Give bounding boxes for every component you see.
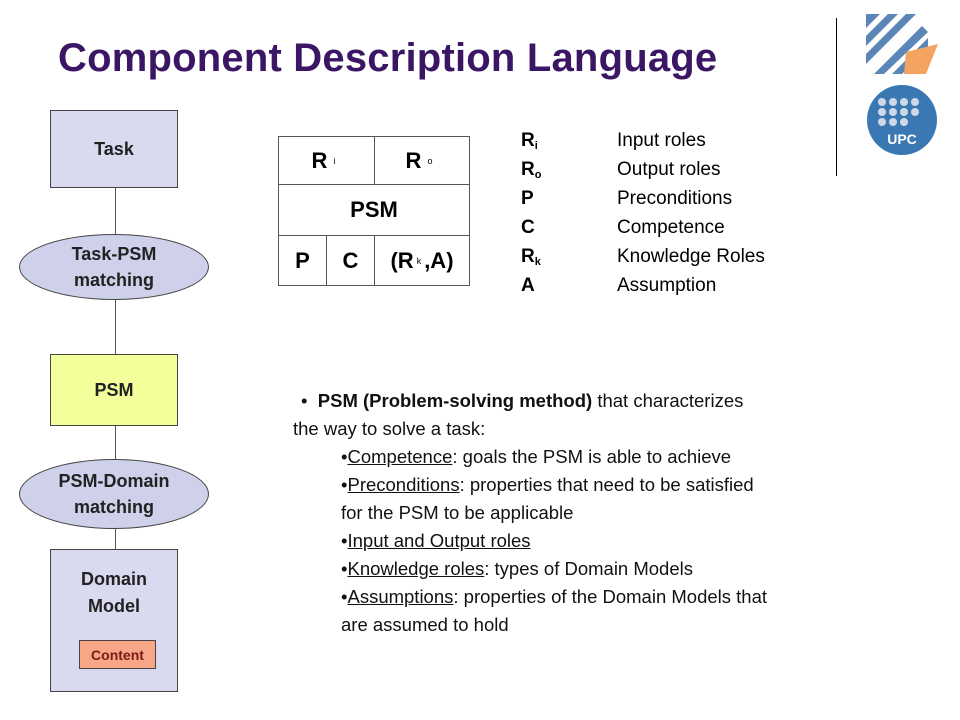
- connector-line: [115, 426, 116, 459]
- cell-i-sub: i: [333, 155, 336, 166]
- psm-domain-label-line1: PSM-Domain: [58, 471, 170, 491]
- cell-p-label: P: [295, 248, 310, 273]
- legend-desc: Competence: [617, 217, 725, 238]
- legend-key: Ri: [521, 130, 538, 152]
- list-item: •Input and Output roles: [341, 530, 531, 551]
- domain-label-line2: Model: [87, 596, 140, 616]
- legend-row: Ro Output roles: [521, 155, 765, 184]
- task-psm-label-line1: Task-PSM: [71, 244, 157, 264]
- cell-r-label: R: [311, 147, 328, 173]
- legend-key: C: [521, 217, 535, 238]
- cell-c-label: C: [342, 248, 359, 273]
- legend-key: Rk: [521, 246, 541, 268]
- legend-desc: Knowledge Roles: [617, 246, 765, 267]
- legend-row: P Preconditions: [521, 184, 765, 213]
- bullet-list: •Competence: goals the PSM is able to ac…: [293, 443, 883, 639]
- university-logo-icon: [866, 14, 938, 74]
- psm-domain-label-line2: matching: [73, 497, 154, 517]
- cell-psm-label: PSM: [350, 197, 398, 222]
- lead-bold: PSM (Problem-solving method): [317, 390, 593, 411]
- cell-rk-open: (R: [390, 248, 414, 273]
- legend-key: A: [521, 275, 535, 296]
- cell-k-sub: k: [416, 256, 422, 266]
- table-divider: [326, 235, 327, 286]
- psm-domain-matching-oval: PSM-Domain matching: [19, 459, 209, 529]
- header-divider: [836, 18, 837, 176]
- table-divider: [374, 137, 375, 184]
- lead-rest1: that characterizes: [592, 390, 744, 411]
- domain-model-box: Domain Model: [50, 549, 178, 692]
- cell-preconditions: P: [279, 236, 326, 286]
- cell-r-label: R: [405, 147, 422, 173]
- table-divider: [279, 184, 469, 185]
- legend-row: A Assumption: [521, 271, 765, 300]
- list-item: •Preconditions: properties that need to …: [341, 474, 754, 523]
- task-box: Task: [50, 110, 178, 188]
- psm-description: • PSM (Problem-solving method) that char…: [293, 387, 883, 639]
- cell-psm: PSM: [279, 185, 469, 235]
- list-item: •Assumptions: properties of the Domain M…: [341, 586, 768, 635]
- legend-key: P: [521, 188, 534, 209]
- cell-competence: C: [327, 236, 374, 286]
- legend: Ri Input roles Ro Output roles P Precond…: [521, 126, 765, 300]
- content-box: Content: [79, 640, 156, 669]
- task-label: Task: [94, 138, 134, 159]
- connector-line: [115, 529, 116, 549]
- legend-row: Ri Input roles: [521, 126, 765, 155]
- table-divider: [374, 235, 375, 286]
- legend-desc: Output roles: [617, 159, 721, 180]
- legend-row: Rk Knowledge Roles: [521, 242, 765, 271]
- task-psm-label-line2: matching: [73, 270, 154, 290]
- cell-o-sub: o: [427, 155, 433, 166]
- bullet-icon: •: [301, 390, 308, 411]
- domain-label-line1: Domain: [80, 569, 147, 589]
- page-title: Component Description Language: [58, 36, 718, 80]
- upc-logo-text: UPC: [887, 131, 917, 147]
- legend-desc: Preconditions: [617, 188, 733, 209]
- psm-box: PSM: [50, 354, 178, 426]
- cell-rk-close: ,A): [424, 248, 454, 273]
- lead-line: • PSM (Problem-solving method) that char…: [293, 387, 883, 415]
- task-psm-matching-oval: Task-PSM matching: [19, 234, 209, 300]
- list-item: •Knowledge roles: types of Domain Models: [341, 558, 693, 579]
- legend-desc: Input roles: [617, 130, 706, 151]
- lead-line2: the way to solve a task:: [293, 418, 486, 439]
- legend-row: C Competence: [521, 213, 765, 242]
- connector-line: [115, 300, 116, 354]
- legend-desc: Assumption: [617, 275, 717, 296]
- legend-key: Ro: [521, 159, 542, 181]
- connector-line: [115, 188, 116, 234]
- psm-label: PSM: [94, 379, 134, 400]
- content-label: Content: [91, 646, 144, 663]
- list-item: •Competence: goals the PSM is able to ac…: [341, 446, 732, 467]
- upc-logo-icon: UPC: [867, 85, 937, 155]
